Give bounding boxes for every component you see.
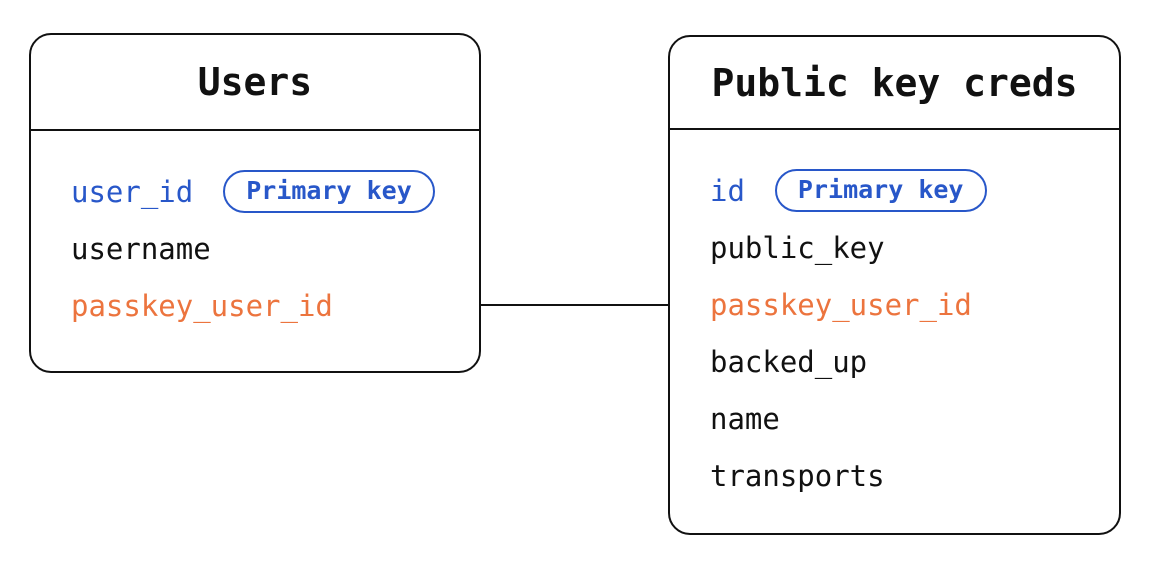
users-table-title: Users [31, 35, 479, 131]
field-label: transports [710, 458, 885, 493]
field-label: name [710, 401, 780, 436]
field-label: public_key [710, 230, 885, 265]
primary-key-badge: Primary key [774, 169, 987, 212]
field-row-passkey_user_id: passkey_user_id [710, 276, 1119, 333]
field-row-id: id Primary key [710, 162, 1119, 219]
users-table: Users user_id Primary key username passkey_… [29, 33, 481, 373]
relationship-line [481, 304, 668, 306]
field-row-public_key: public_key [710, 219, 1119, 276]
field-label: user_id [71, 174, 194, 209]
field-label: username [71, 231, 211, 266]
public-key-creds-table-title: Public key creds [670, 37, 1119, 130]
users-table-fields: user_id Primary key username passkey_user_i… [31, 131, 479, 334]
field-row-passkey_user_id: passkey_user_id [71, 277, 479, 334]
field-row-user_id: user_id Primary key [71, 163, 479, 220]
public-key-creds-table: Public key creds id Primary key public_key… [668, 35, 1121, 535]
field-label: passkey_user_id [710, 287, 972, 322]
field-label: id [710, 173, 745, 208]
field-label: backed_up [710, 344, 868, 379]
field-label: passkey_user_id [71, 288, 333, 323]
field-row-transports: transports [710, 447, 1119, 504]
field-row-username: username [71, 220, 479, 277]
field-row-name: name [710, 390, 1119, 447]
field-row-backed_up: backed_up [710, 333, 1119, 390]
primary-key-badge: Primary key [223, 170, 435, 213]
